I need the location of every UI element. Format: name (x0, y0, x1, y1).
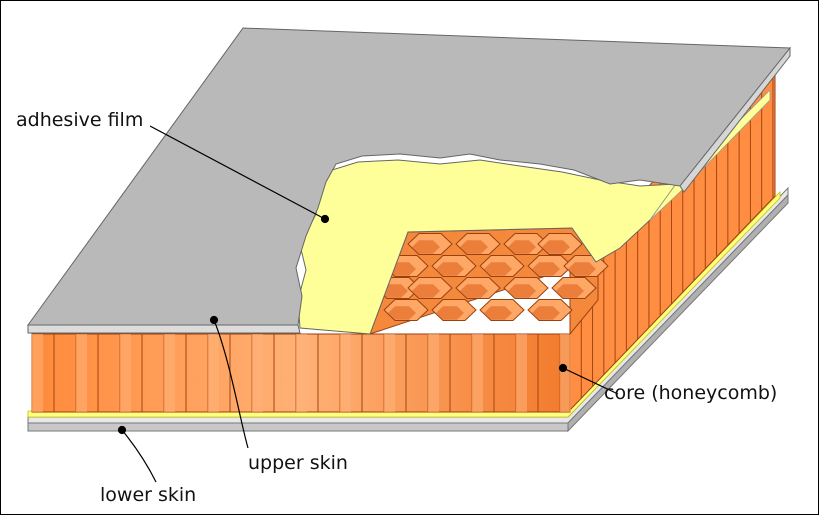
core-cell-highlight (76, 334, 87, 412)
core-cell-highlight (252, 334, 263, 412)
core-cell-highlight (32, 334, 43, 412)
core-cell-highlight (340, 334, 351, 412)
core-cell-highlight (472, 334, 483, 412)
leader-dot-upper-skin (211, 317, 218, 324)
core-cell-highlight (428, 334, 439, 412)
core-cell-highlight (296, 334, 307, 412)
leader-dot-lower-skin (119, 427, 126, 434)
core-cell-highlight (384, 334, 395, 412)
core-cell-highlight (208, 334, 219, 412)
label-core: core (honeycomb) (604, 384, 777, 403)
leader-lower-skin (122, 430, 156, 482)
label-lower-skin: lower skin (100, 486, 196, 505)
core-cell-highlight (560, 334, 571, 412)
upper-skin-edge (28, 325, 300, 333)
core-cell-highlight (120, 334, 131, 412)
label-adhesive-film: adhesive film (16, 111, 143, 130)
core-cell-highlight (516, 334, 527, 412)
leader-dot-core (560, 365, 567, 372)
leader-dot-adhesive-film (322, 216, 329, 223)
core-cell-highlight (164, 334, 175, 412)
label-upper-skin: upper skin (248, 454, 348, 473)
lower-skin-edge (28, 423, 568, 431)
